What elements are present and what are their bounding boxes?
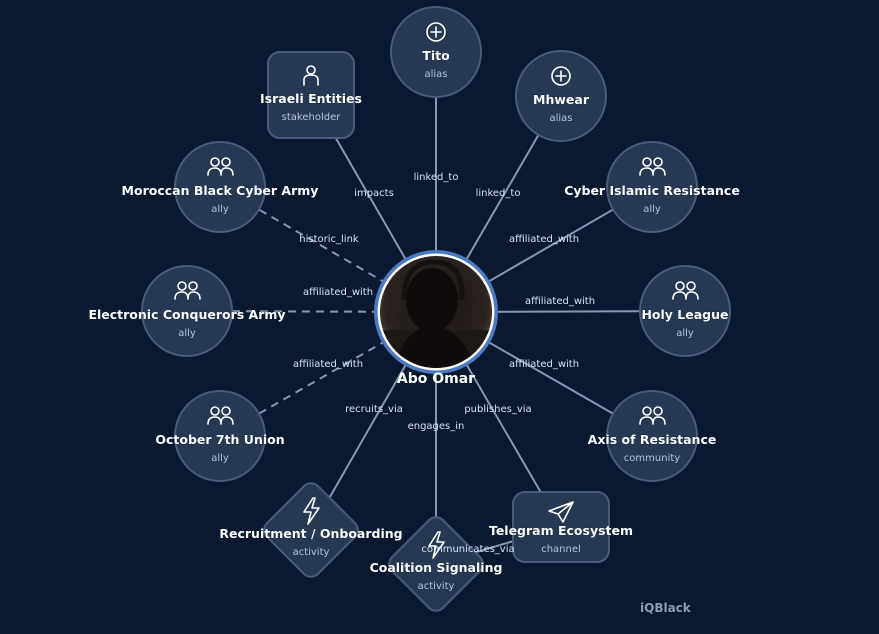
node-label: Electronic Conquerors Army [88, 307, 285, 322]
edge-label: communicates_via [421, 544, 514, 555]
node-shape [388, 516, 484, 612]
node-shape [174, 141, 266, 233]
node-israeli[interactable]: Israeli Entities stakeholder [260, 51, 362, 139]
node-label: Telegram Ecosystem [489, 523, 633, 538]
lightning-icon [303, 497, 320, 525]
node-type: activity [418, 581, 455, 592]
edge-label: recruits_via [345, 404, 403, 415]
node-type: ally [643, 204, 661, 215]
edge-label: affiliated_with [509, 359, 579, 370]
node-type: ally [178, 328, 196, 339]
node-label: Tito [422, 48, 450, 63]
node-shape [606, 141, 698, 233]
edge-label: engages_in [408, 421, 465, 432]
edge-label: affiliated_with [293, 359, 363, 370]
node-type: alias [549, 113, 572, 124]
edge-label: linked_to [414, 172, 459, 183]
center-node[interactable]: Abo Omar [374, 250, 498, 387]
person-icon [303, 65, 319, 86]
node-coalition[interactable]: Coalition Signaling activity [369, 513, 503, 615]
edge-label: affiliated_with [509, 234, 579, 245]
node-holy[interactable]: Holy League ally [639, 265, 731, 357]
node-shape [141, 265, 233, 357]
node-label: Holy League [641, 307, 728, 322]
node-recruit[interactable]: Recruitment / Onboarding activity [219, 479, 403, 581]
lightning-icon [428, 531, 445, 559]
users-icon [639, 406, 666, 425]
node-tito[interactable]: Tito alias [390, 6, 482, 98]
node-label: Axis of Resistance [588, 432, 717, 447]
node-type: community [624, 453, 680, 464]
node-moroccan[interactable]: Moroccan Black Cyber Army ally [121, 141, 319, 233]
users-icon [639, 157, 666, 176]
node-shape [267, 51, 355, 139]
node-type: ally [676, 328, 694, 339]
node-axis[interactable]: Axis of Resistance community [587, 390, 717, 482]
node-type: stakeholder [282, 112, 342, 123]
node-label: October 7th Union [155, 432, 284, 447]
node-label: Mhwear [533, 92, 590, 107]
node-label: Moroccan Black Cyber Army [122, 183, 319, 198]
node-eca[interactable]: Electronic Conquerors Army ally [88, 265, 286, 357]
node-oct7[interactable]: October 7th Union ally [155, 390, 285, 482]
node-type: ally [211, 204, 229, 215]
users-icon [174, 281, 201, 300]
node-type: channel [541, 544, 581, 555]
node-shape [263, 482, 359, 578]
plus-circle-icon [551, 66, 571, 86]
node-shape [515, 50, 607, 142]
node-shape [174, 390, 266, 482]
node-label: Coalition Signaling [370, 560, 503, 575]
node-shape [606, 390, 698, 482]
edge-label: affiliated_with [525, 296, 595, 307]
watermark: iQBlack [640, 601, 692, 615]
node-shape [512, 491, 610, 563]
edge-label: linked_to [476, 188, 521, 199]
node-mhwear[interactable]: Mhwear alias [515, 50, 607, 142]
node-label: Recruitment / Onboarding [219, 526, 402, 541]
node-type: activity [293, 547, 330, 558]
node-cir[interactable]: Cyber Islamic Resistance ally [564, 141, 740, 233]
edge-label: affiliated_with [303, 287, 373, 298]
users-icon [672, 281, 699, 300]
edge-label: historic_link [299, 234, 359, 245]
node-type: ally [211, 453, 229, 464]
node-label: Israeli Entities [260, 91, 362, 106]
users-icon [207, 406, 234, 425]
users-icon [207, 157, 234, 176]
center-label: Abo Omar [397, 371, 475, 387]
node-type: alias [424, 69, 447, 80]
node-shape [390, 6, 482, 98]
node-label: Cyber Islamic Resistance [564, 183, 740, 198]
node-telegram[interactable]: Telegram Ecosystem channel [489, 491, 633, 563]
node-shape [639, 265, 731, 357]
send-icon [548, 501, 574, 523]
edge-label: publishes_via [464, 404, 531, 415]
plus-circle-icon [426, 22, 446, 42]
edge-label: impacts [354, 188, 394, 199]
